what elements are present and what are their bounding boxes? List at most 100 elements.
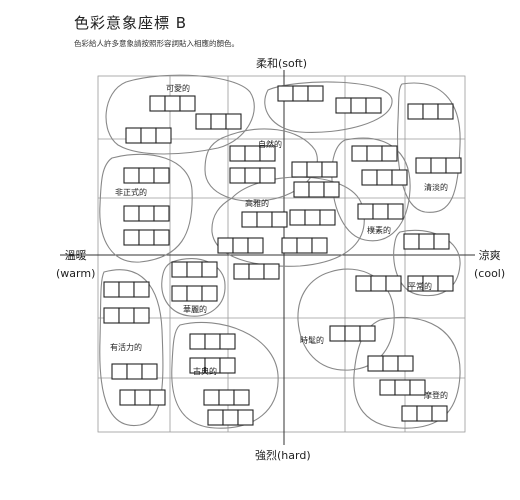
color-slot <box>218 389 235 406</box>
color-slot-strip <box>125 127 172 144</box>
color-slot <box>376 169 393 186</box>
color-slot <box>355 275 372 292</box>
color-slot-strip <box>103 281 150 298</box>
color-slot <box>171 261 188 278</box>
color-slot <box>219 357 236 374</box>
color-slot <box>207 409 224 426</box>
color-slot <box>321 161 338 178</box>
group-label-plain: 樸素的 <box>367 225 391 235</box>
color-slot <box>203 389 220 406</box>
color-slot <box>201 261 218 278</box>
color-slot <box>247 237 264 254</box>
color-slot <box>263 263 280 280</box>
color-slot <box>103 307 120 324</box>
color-slot-strip <box>335 97 382 114</box>
color-slot <box>186 261 203 278</box>
axis-label-soft: 柔和(soft) <box>256 57 308 70</box>
color-slot-strip <box>379 379 426 396</box>
color-slot <box>308 181 325 198</box>
color-slot-strip <box>111 363 158 380</box>
color-slot <box>361 169 378 186</box>
color-slot <box>133 307 150 324</box>
color-slot-strip <box>289 209 336 226</box>
color-slot <box>401 405 418 422</box>
group-label-fashionable: 時髦的 <box>300 335 324 345</box>
group-outline-natural <box>204 128 318 202</box>
color-slot <box>271 211 288 228</box>
color-slot <box>134 389 151 406</box>
color-slot <box>138 229 155 246</box>
group-label-elegant: 高雅的 <box>245 198 269 208</box>
color-slot <box>149 95 166 112</box>
color-slot <box>379 379 396 396</box>
color-slot <box>409 379 426 396</box>
color-slot <box>164 95 181 112</box>
color-slot <box>335 97 352 114</box>
color-slot <box>365 97 382 114</box>
color-slot <box>418 233 435 250</box>
color-slot-strip <box>415 157 462 174</box>
color-slot <box>229 145 246 162</box>
color-slot <box>391 169 408 186</box>
color-slot <box>311 237 328 254</box>
color-slot-strip <box>171 261 218 278</box>
color-slot <box>382 355 399 372</box>
color-slot <box>372 203 389 220</box>
color-slot <box>292 85 309 102</box>
color-slot <box>350 97 367 114</box>
axis-label-cool-zh: 涼爽 <box>478 249 501 262</box>
color-slot <box>111 363 128 380</box>
color-slot-strip <box>119 389 166 406</box>
color-slot <box>437 103 454 120</box>
color-slot <box>248 263 265 280</box>
color-slot <box>277 85 294 102</box>
color-slot <box>422 103 439 120</box>
color-slot <box>357 203 374 220</box>
color-slot-strip <box>149 95 196 112</box>
group-label-natural: 自然的 <box>258 139 282 149</box>
color-slot-strip <box>361 169 408 186</box>
color-slot <box>217 237 234 254</box>
color-slot-strip <box>229 145 276 162</box>
color-slot-strip <box>203 389 250 406</box>
color-slot-strip <box>401 405 448 422</box>
page-instructions: 色彩給人許多意象請按照形容詞貼入相應的顏色。 <box>74 39 239 48</box>
color-slot <box>329 325 346 342</box>
color-slot <box>344 325 361 342</box>
color-slot-strip <box>233 263 280 280</box>
color-slot <box>291 161 308 178</box>
color-slot <box>306 161 323 178</box>
color-slot <box>233 263 250 280</box>
group-label-gorgeous: 華麗的 <box>183 304 207 314</box>
color-slot-strip <box>357 203 404 220</box>
color-slot <box>138 167 155 184</box>
group-label-classic: 古典的 <box>193 366 217 376</box>
color-slot <box>293 181 310 198</box>
group-outline-simple <box>264 81 393 133</box>
group-outline-classic <box>171 321 279 429</box>
color-slot-strip <box>281 237 328 254</box>
color-slot <box>133 281 150 298</box>
color-slot <box>319 209 336 226</box>
color-slot <box>155 127 172 144</box>
color-slot <box>126 363 143 380</box>
color-slot <box>367 355 384 372</box>
group-outline-vigorous <box>99 269 164 427</box>
color-slot <box>204 333 221 350</box>
color-slot <box>385 275 402 292</box>
color-slot-strip <box>241 211 288 228</box>
group-outline-modern <box>353 316 461 429</box>
color-slot <box>366 145 383 162</box>
color-slot <box>186 285 203 302</box>
color-slot <box>323 181 340 198</box>
color-slot <box>140 127 157 144</box>
color-slot-strip <box>171 285 218 302</box>
color-slot-strip <box>189 333 236 350</box>
color-slot <box>222 409 239 426</box>
group-label-casual: 平常的 <box>408 281 432 291</box>
color-slot-strip <box>189 357 236 374</box>
color-slot <box>229 167 246 184</box>
color-slot <box>141 363 158 380</box>
color-slot <box>307 85 324 102</box>
group-outline-casual <box>393 229 461 297</box>
